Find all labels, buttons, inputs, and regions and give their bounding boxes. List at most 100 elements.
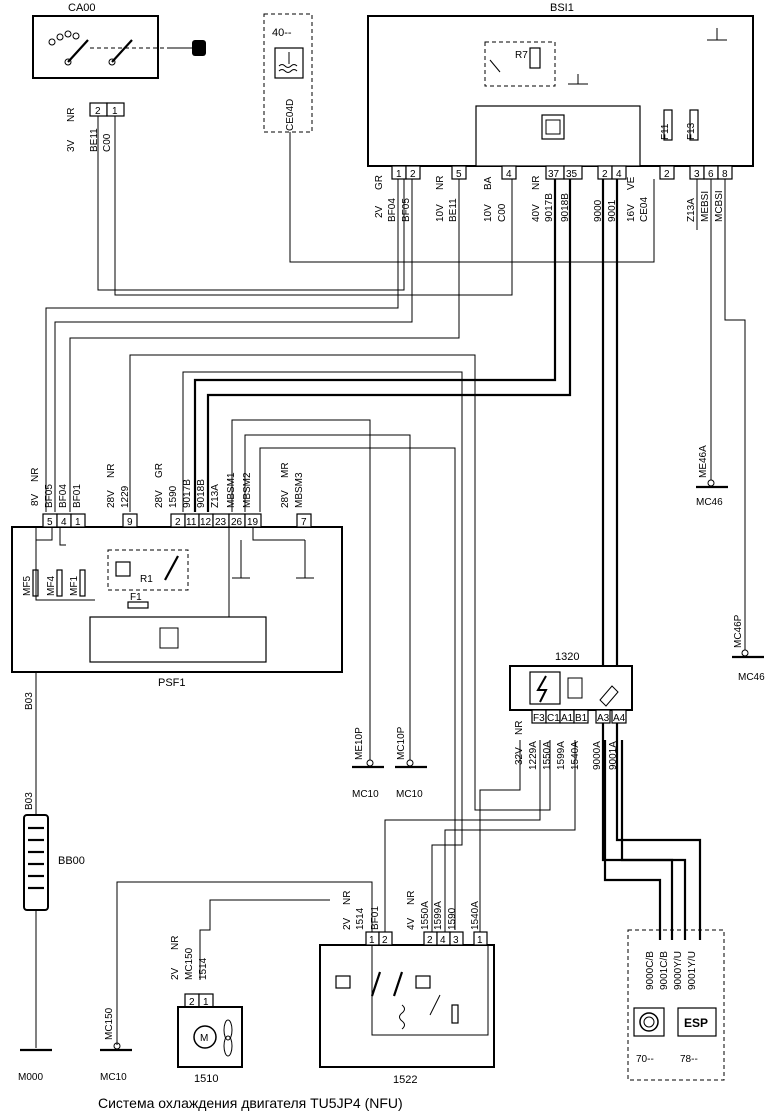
psf1-wire-label: MBSM1	[226, 472, 237, 508]
relay-1522-wire-label: 1590	[447, 907, 458, 930]
psf1-wire-label: 9017B	[182, 479, 193, 508]
relay-1522-wire-label: 1550A	[420, 901, 431, 930]
relay-1522-conn-label: 4V	[406, 917, 417, 930]
bsi1-wire-label: MEBSI	[700, 191, 711, 222]
bsi1-conn-label: 40V	[531, 204, 542, 222]
esp-block-label: 78--	[680, 1054, 698, 1065]
abs-wire-label: 9001C/B	[659, 951, 670, 990]
bsi1-wire-label: Z13A	[686, 198, 697, 222]
ecu-1320-conn-label: NR	[514, 721, 525, 735]
psf1-pin: 4	[61, 517, 67, 528]
ground-label: M000	[18, 1072, 43, 1083]
ca00-pin: 1	[112, 106, 118, 117]
ecu-chip-icon	[159, 627, 179, 649]
ground-label: MC10	[100, 1072, 127, 1083]
bsi1-conn-label: NR	[531, 176, 542, 190]
esp-wire-label: 9000Y/U	[673, 951, 684, 990]
relay-1522-pin: 1	[369, 935, 375, 946]
psf1-title: PSF1	[158, 677, 186, 689]
fan-conn-label: 2V	[170, 967, 181, 980]
ca00-wire-label: 3V	[66, 139, 77, 152]
fuse-mf4-label: MF4	[46, 576, 57, 596]
bsi1-wire-label: MCBSI	[714, 190, 725, 222]
b03-wire-label: B03	[24, 692, 35, 710]
bsi1-conn-label: BA	[483, 176, 494, 190]
fan-pin: 1	[203, 997, 209, 1008]
psf1-conn-label: 28V	[280, 490, 291, 508]
diagram-caption: Система охлаждения двигателя TU5JP4 (NFU…	[98, 1095, 403, 1111]
psf1-conn-label: NR	[106, 464, 117, 478]
key-icon	[170, 40, 206, 56]
ecu-1320-pin: C1	[547, 713, 560, 724]
ground-label: MC46	[696, 497, 723, 508]
fuse-f1-label: F1	[130, 592, 142, 603]
ca00-pin: 2	[95, 106, 101, 117]
ground-wire-label: ME46A	[698, 445, 709, 478]
relay-1522-pin: 2	[382, 935, 388, 946]
ground-icon	[296, 540, 314, 579]
fan-wire-label: MC150	[184, 947, 195, 980]
bsi1-conn-label: 10V	[435, 204, 446, 222]
psf1-conn-label: NR	[30, 468, 41, 482]
fan-conn-label: NR	[170, 936, 181, 950]
bsi1-wire-label: BF04	[387, 198, 398, 222]
ground-mc46p: MC46P MC46	[732, 614, 765, 683]
bsi1-pin: 6	[708, 169, 714, 180]
ground-wire-label: MC46P	[733, 614, 744, 648]
ecu-1320-wire-label: 1599A	[556, 741, 567, 770]
psf1-pin: 26	[231, 517, 243, 528]
psf1-conn-label: 28V	[106, 490, 117, 508]
bsi1-pin: 2	[602, 169, 608, 180]
esp-wire-label: 9001Y/U	[687, 951, 698, 990]
bsi1-wire-label: BF05	[401, 198, 412, 222]
ecu-chip-icon	[545, 119, 561, 135]
bsi1-conn-label: 10V	[483, 204, 494, 222]
bsi1-wire-label: BE11	[448, 198, 459, 222]
psf1-pin: 23	[215, 517, 227, 528]
bsi1-pin: 5	[456, 169, 462, 180]
b03-wire-label: B03	[24, 792, 35, 810]
bsi1-wire-label: C00	[497, 203, 508, 222]
bsi1-wire-label: CE04	[639, 197, 650, 222]
psf1-wire-label: 1229	[120, 485, 131, 508]
relay-1522-pin: 4	[440, 935, 446, 946]
bsi1-pin: 2	[664, 169, 670, 180]
ground-label: MC10	[352, 789, 379, 800]
ground-wire-label: MC10P	[396, 726, 407, 760]
ground-icon	[707, 28, 727, 41]
fan-wire-label: 1514	[198, 957, 209, 980]
ca00-wire-label: C00	[102, 133, 113, 152]
bsi1-conn-label: 16V	[626, 204, 637, 222]
ecu-1320-conn-label: 32V	[514, 747, 525, 765]
fan-pin: 2	[189, 997, 195, 1008]
bsi1-title: BSI1	[550, 2, 574, 14]
ca00-wire-label: NR	[66, 108, 77, 122]
ground-label: MC10	[396, 789, 423, 800]
bsi1-wire-label: 9018B	[560, 193, 571, 222]
bsi1-pin: 35	[566, 169, 578, 180]
psf1-wire-label: BF04	[58, 484, 69, 508]
psf1-pin: 9	[127, 517, 133, 528]
fuse-mf1-label: MF1	[69, 576, 80, 596]
abs-wire-label: 9000C/B	[645, 951, 656, 990]
fan-motor-1510: 2V NR MC150 1514 2 1 M 1510	[170, 936, 243, 1085]
ground-wire-label: ME10P	[354, 727, 365, 760]
relay-r7-label: R7	[515, 50, 528, 61]
bsi1-pin: 4	[616, 169, 622, 180]
psf1-pin: 1	[75, 517, 81, 528]
bsi1-pin: 1	[396, 169, 402, 180]
psf1-module: PSF1 R1 F1 MF5 MF4 MF1 5 4 1 9 2 11 12 2…	[11, 462, 343, 689]
bsi1-wire-label: 9000	[593, 199, 604, 222]
psf1-pin: 5	[47, 517, 53, 528]
fuse-f13-label: F13	[686, 122, 697, 140]
relay-1522-wire-label: 1514	[355, 907, 366, 930]
ecu-1320: 1320 F3 C1 A1 B1 A3 A4 32V NR 1229A 1550…	[509, 651, 633, 770]
ground-mc10p: MC10P MC10	[395, 726, 427, 800]
psf1-pin: 12	[200, 517, 212, 528]
ecu-1320-wire-label: 9001A	[608, 741, 619, 770]
psf1-pin: 19	[247, 517, 259, 528]
ecu-1320-title: 1320	[555, 651, 579, 663]
relay-1522-conn-label: NR	[406, 891, 417, 905]
block40-connector-label: CE04D	[285, 99, 296, 131]
